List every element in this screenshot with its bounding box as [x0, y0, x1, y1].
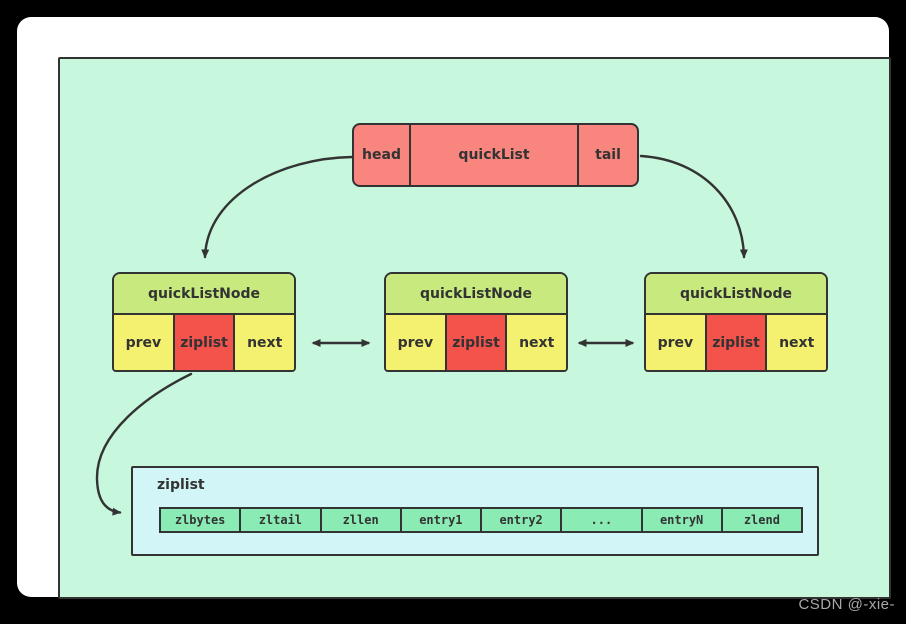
node-1-cells: prev ziplist next	[114, 315, 294, 370]
head-to-node1-arrow	[201, 155, 354, 259]
zlbytes-cell: zlbytes	[159, 507, 242, 533]
node-2-next-cell: next	[505, 315, 566, 370]
csdn-watermark: CSDN @-xie-	[798, 596, 895, 613]
tail-to-node3-arrow	[639, 154, 748, 259]
entry1-cell: entry1	[399, 507, 482, 533]
quicklist-title-cell: quickList	[458, 147, 530, 163]
ziplist-cells-row: zlbytes zltail zllen entry1 entry2 ... e…	[159, 507, 803, 533]
node-2-ziplist-cell: ziplist	[444, 315, 506, 370]
node-3-ziplist-cell: ziplist	[704, 315, 766, 370]
zlend-cell: zlend	[720, 507, 803, 533]
zllen-cell: zllen	[319, 507, 402, 533]
node-2-prev-cell: prev	[386, 315, 445, 370]
diagram-canvas: head quickList tail quickListNode prev z…	[58, 57, 891, 599]
node-2-cells: prev ziplist next	[386, 315, 566, 370]
node-3-cells: prev ziplist next	[646, 315, 826, 370]
node-1-next-cell: next	[233, 315, 294, 370]
node-1-prev-cell: prev	[114, 315, 173, 370]
ellipsis-cell: ...	[560, 507, 643, 533]
ziplist-box: ziplist zlbytes zltail zllen entry1 entr…	[131, 466, 819, 556]
entry2-cell: entry2	[480, 507, 563, 533]
node-3-prev-cell: prev	[646, 315, 705, 370]
zltail-cell: zltail	[239, 507, 322, 533]
quicklist-node-2: quickListNode prev ziplist next	[384, 272, 568, 372]
node-1-title: quickListNode	[114, 274, 294, 315]
diagram-card: head quickList tail quickListNode prev z…	[17, 17, 891, 599]
entryN-cell: entryN	[640, 507, 723, 533]
node-1-ziplist-cell: ziplist	[172, 315, 234, 370]
node-3-next-cell: next	[765, 315, 826, 370]
node-2-title: quickListNode	[386, 274, 566, 315]
ziplist-box-label: ziplist	[157, 477, 205, 493]
head-pointer-cell: head	[354, 125, 411, 185]
quicklist-node-1: quickListNode prev ziplist next	[112, 272, 296, 372]
node-3-title: quickListNode	[646, 274, 826, 315]
quicklist-box: head quickList tail	[352, 123, 639, 187]
tail-pointer-cell: tail	[577, 125, 637, 185]
quicklist-node-3: quickListNode prev ziplist next	[644, 272, 828, 372]
